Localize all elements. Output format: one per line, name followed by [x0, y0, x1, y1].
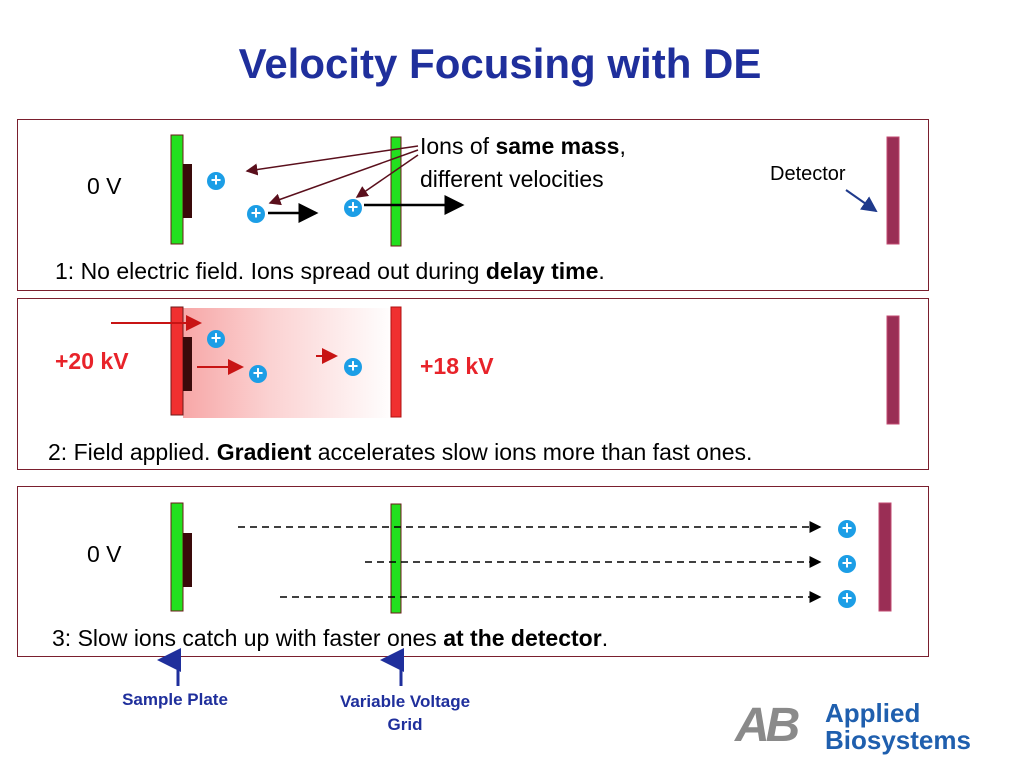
panel2-detector [886, 315, 900, 425]
sample-plate-label: Sample Plate [122, 690, 228, 709]
plate-voltage-label: +20 kV [55, 348, 129, 374]
page-title: Velocity Focusing with DE [238, 40, 762, 87]
panel3-detector [878, 502, 892, 612]
detector-label: Detector [770, 163, 846, 185]
panel1-sample-spot [183, 164, 192, 218]
applied-biosystems-logo: AB Applied Biosystems [735, 700, 985, 756]
panel3-voltage-label: 0 V [87, 541, 122, 567]
panel2-sample-spot [183, 337, 192, 391]
panel1-voltage-label: 0 V [87, 173, 122, 199]
panel1-detector [886, 136, 900, 245]
panel3-sample-plate [170, 502, 184, 612]
ion-marker: + [249, 364, 267, 383]
ion-marker: + [344, 198, 362, 217]
ion-marker: + [207, 171, 225, 190]
panel-no-field [17, 119, 929, 291]
ion-marker: + [207, 329, 225, 348]
panel2-grid [390, 306, 402, 418]
ab-logo-mark: AB [735, 699, 800, 752]
ion-marker: + [247, 204, 265, 223]
detector-pointer [845, 189, 878, 213]
panel-field-applied [17, 298, 929, 470]
ion-marker: + [838, 519, 856, 538]
panel1-caption: 1: No electric field. Ions spread out du… [55, 258, 605, 284]
ions-annotation: Ions of same mass, different velocities [420, 133, 626, 192]
panel3-caption: 3: Slow ions catch up with faster ones a… [52, 625, 609, 651]
ion-marker: + [344, 357, 362, 376]
ion-marker: + [838, 554, 856, 573]
ions-pointer-line [268, 149, 419, 206]
panel2-caption: 2: Field applied. Gradient accelerates s… [48, 439, 753, 465]
panel3-sample-spot [183, 533, 192, 587]
ion-marker: + [838, 589, 856, 608]
variable-voltage-grid-label: Variable Voltage Grid [339, 692, 471, 734]
panel-at-detector [17, 486, 929, 657]
logo-text: Applied Biosystems [825, 698, 971, 755]
panel1-grid [390, 136, 402, 247]
ions-pointer-line [245, 145, 419, 176]
panel3-grid [390, 503, 402, 614]
ions-pointer-line [355, 154, 419, 198]
panel1-sample-plate [170, 134, 184, 245]
grid-voltage-label: +18 kV [420, 353, 494, 379]
